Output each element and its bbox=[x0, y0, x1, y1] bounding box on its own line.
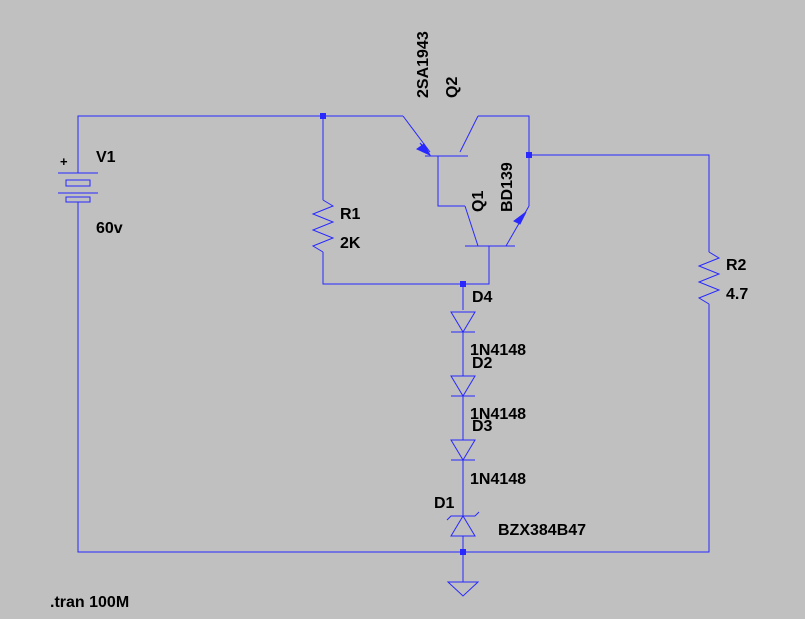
wire-to-r2[interactable] bbox=[529, 154, 710, 252]
d1-zener-symbol[interactable] bbox=[446, 511, 480, 537]
q1-part-label: BD139 bbox=[499, 162, 516, 212]
d2-ref-label: D2 bbox=[472, 355, 493, 372]
d3-ref-label: D3 bbox=[472, 418, 493, 435]
v1-value-label: 60v bbox=[96, 220, 123, 237]
v1-ref-label: V1 bbox=[96, 149, 116, 166]
junction-dot bbox=[320, 113, 326, 119]
ground-icon[interactable] bbox=[446, 581, 480, 597]
wires bbox=[77, 115, 710, 582]
junction-dot bbox=[460, 549, 466, 555]
q2-symbol[interactable] bbox=[402, 115, 479, 157]
d4-part-label: 1N4148 bbox=[470, 342, 526, 359]
q2-part-label: 2SA1943 bbox=[415, 31, 432, 98]
d1-part-label: BZX384B47 bbox=[498, 522, 586, 539]
r1-value-label: 2K bbox=[340, 235, 361, 252]
wire-r1-bottom[interactable] bbox=[322, 252, 463, 285]
window-bottom-edge bbox=[0, 619, 805, 625]
q1-ref-label: Q1 bbox=[470, 191, 487, 212]
r2-symbol[interactable] bbox=[697, 251, 721, 305]
wire-top-rail[interactable] bbox=[77, 115, 403, 168]
wire-q2-collector[interactable] bbox=[478, 115, 530, 155]
r1-ref-label: R1 bbox=[340, 206, 361, 223]
svg-text:+: + bbox=[60, 154, 68, 169]
r2-value-label: 4.7 bbox=[726, 286, 748, 303]
wire-v1-minus[interactable] bbox=[77, 202, 463, 553]
wire-q2-base-q1[interactable] bbox=[437, 156, 465, 207]
d2-part-label: 1N4148 bbox=[470, 406, 526, 423]
d3-part-label: 1N4148 bbox=[470, 471, 526, 488]
d4-symbol[interactable] bbox=[450, 311, 476, 333]
q1-symbol[interactable] bbox=[464, 205, 530, 252]
v1-symbol[interactable]: + bbox=[58, 154, 98, 203]
r2-ref-label: R2 bbox=[726, 257, 747, 274]
d2-symbol[interactable] bbox=[450, 375, 476, 397]
r1-symbol[interactable] bbox=[311, 199, 335, 253]
d3-symbol[interactable] bbox=[450, 439, 476, 461]
wire-r2-bottom[interactable] bbox=[463, 304, 710, 553]
spice-directive[interactable]: .tran 100M bbox=[50, 594, 129, 611]
d1-ref-label: D1 bbox=[434, 495, 455, 512]
junctions bbox=[320, 113, 532, 555]
q2-ref-label: Q2 bbox=[444, 77, 461, 98]
d4-ref-label: D4 bbox=[472, 289, 493, 306]
junction-dot bbox=[460, 281, 466, 287]
junction-dot bbox=[526, 152, 532, 158]
wire-q1-emitter[interactable] bbox=[463, 252, 490, 285]
